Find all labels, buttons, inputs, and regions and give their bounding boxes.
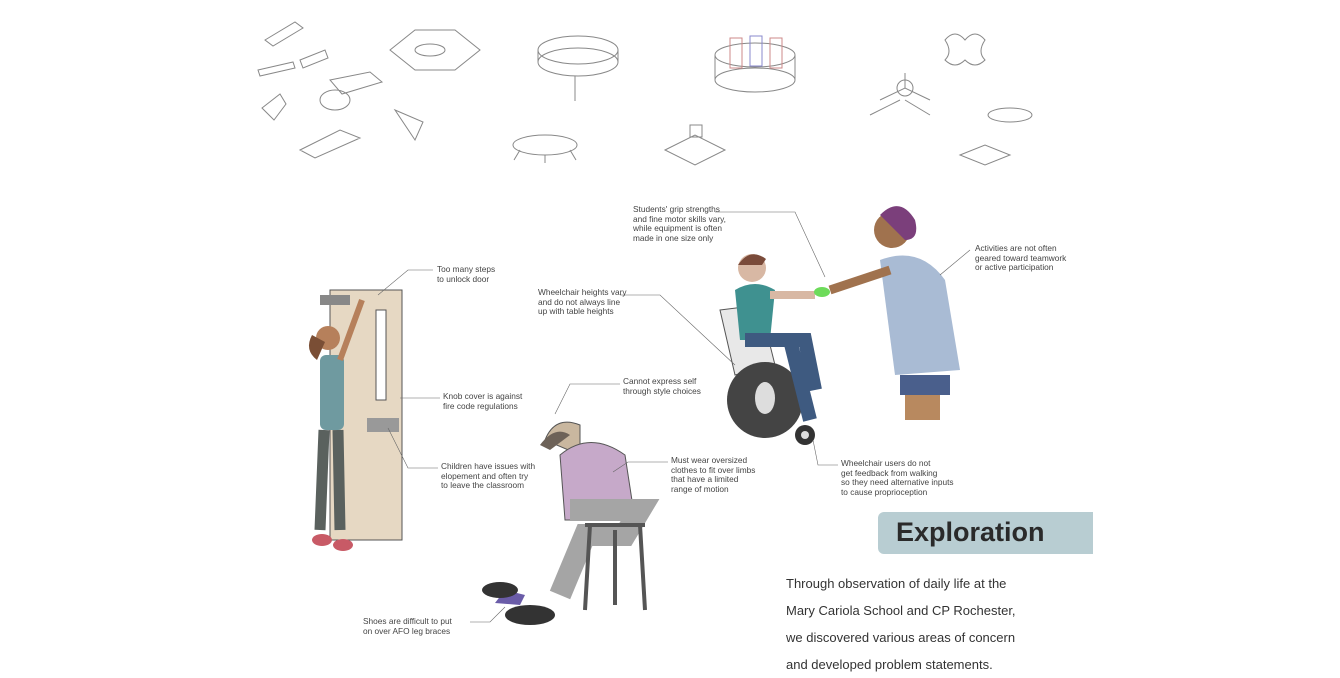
section-title: Exploration [896,517,1045,547]
annotation-knob: Knob cover is against fire code regulati… [443,391,523,411]
annotation-steps: Too many steps to unlock door [437,264,496,284]
annotation-express: Cannot express self through style choice… [623,376,701,396]
wheelchair-scene [719,206,960,445]
concept-sketches [257,21,1033,166]
section-title-tab: Exploration [878,512,1093,554]
door-figure [308,289,403,551]
annotation-feedback: Wheelchair users do not get feedback fro… [841,458,954,497]
leader-lines [377,211,971,623]
annotation-wheelchair-heights: Wheelchair heights vary and do not alway… [538,287,627,317]
paragraph-line: Through observation of daily life at the [786,576,1007,591]
paragraph-line: we discovered various areas of concern [786,630,1016,645]
annotation-elopement: Children have issues with elopement and … [441,461,536,491]
paragraph-line: Mary Cariola School and CP Rochester, [786,603,1016,618]
annotation-shoes: Shoes are difficult to put on over AFO l… [363,616,452,636]
annotation-clothes: Must wear oversized clothes to fit over … [671,455,756,494]
description-paragraph: Through observation of daily life at the… [786,570,1016,678]
annotation-activities: Activities are not often geared toward t… [975,243,1067,273]
paragraph-line: and developed problem statements. [786,657,993,672]
annotation-grip: Students' grip strengths and fine motor … [633,204,726,243]
seated-student-figure [482,421,660,625]
